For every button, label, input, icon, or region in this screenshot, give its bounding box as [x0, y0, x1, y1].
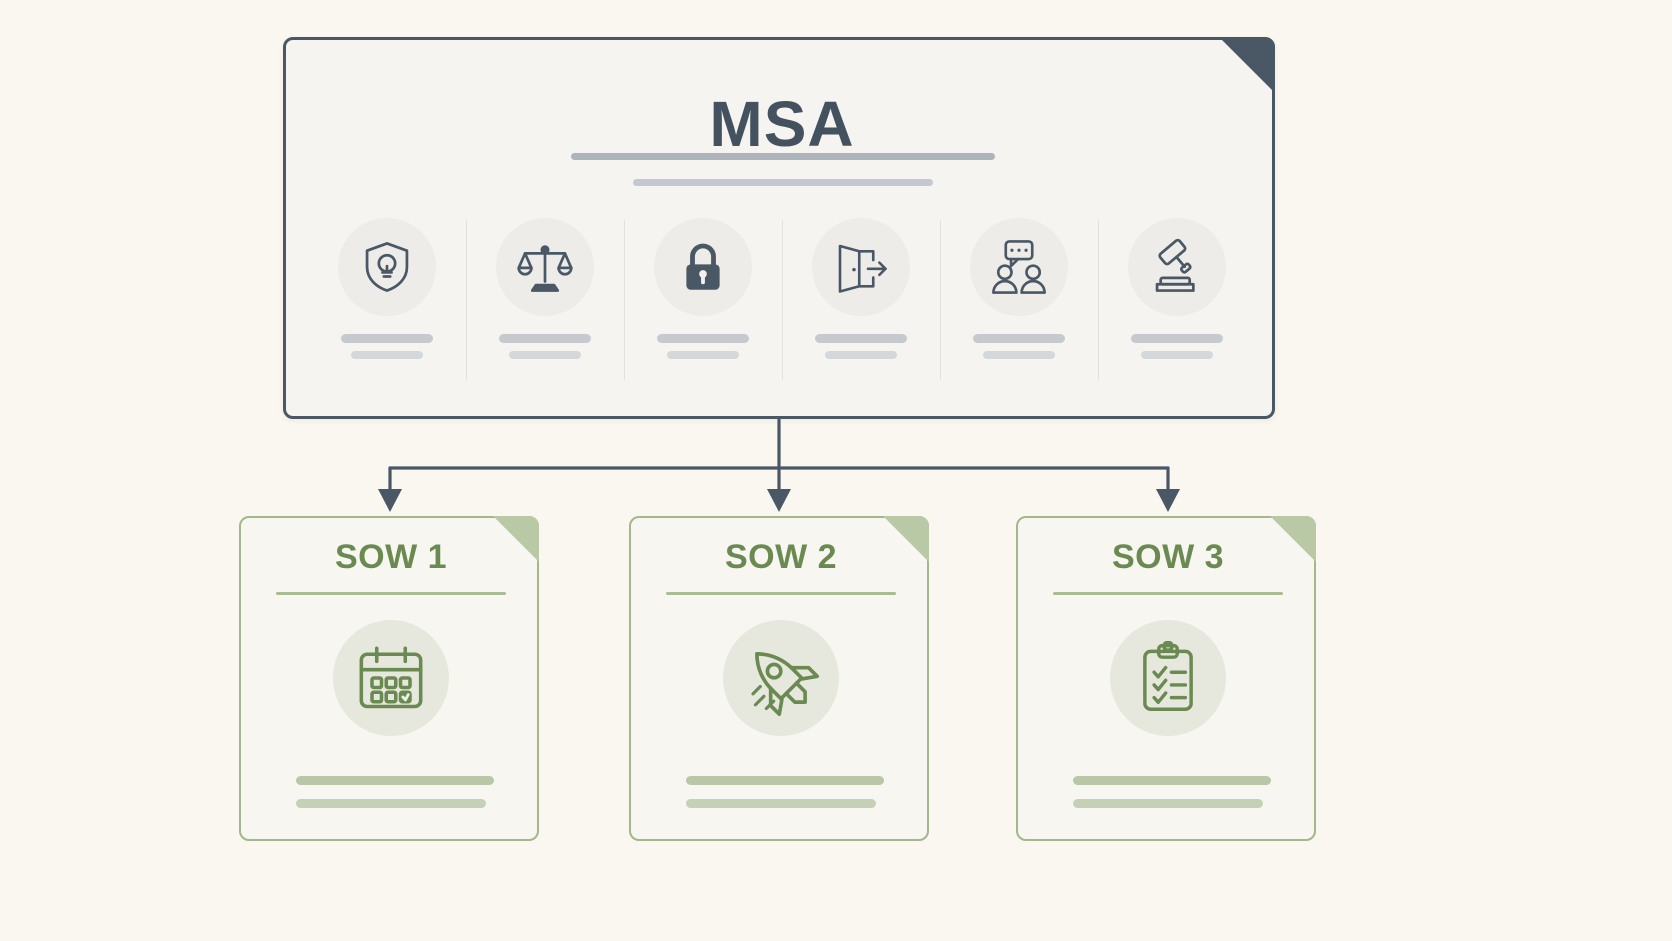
msa-clause-governing-law[interactable]: [1098, 212, 1256, 408]
sow-folded-corner: [883, 516, 929, 562]
arrowhead-sow-3: [1156, 489, 1180, 512]
msa-clause-line-short: [667, 351, 739, 359]
msa-clause-line: [815, 334, 907, 343]
sow-2-body-line: [686, 776, 884, 785]
sow-2-title: SOW 2: [724, 538, 838, 576]
arrowhead-sow-1: [378, 489, 402, 512]
sow-1-document-card[interactable]: SOW 1: [239, 516, 539, 841]
sow-2-body-line-secondary: [686, 799, 876, 808]
sow-2-document-card[interactable]: SOW 2: [629, 516, 929, 841]
msa-clause-line: [341, 334, 433, 343]
sow-3-body-line-secondary: [1073, 799, 1263, 808]
msa-clause-intellectual-property[interactable]: [308, 212, 466, 408]
sow-folded-corner: [493, 516, 539, 562]
sow-1-body-line-secondary: [296, 799, 486, 808]
msa-clause-line-short: [351, 351, 423, 359]
msa-clause-row: [308, 212, 1256, 408]
msa-clause-line-short: [983, 351, 1055, 359]
sow-folded-corner: [1270, 516, 1316, 562]
msa-clause-confidentiality[interactable]: [624, 212, 782, 408]
msa-header-rule-primary: [571, 153, 995, 160]
gavel-icon: [1128, 218, 1226, 316]
msa-clause-line-short: [509, 351, 581, 359]
sow-2-header-rule: [666, 592, 896, 595]
rocket-icon: [723, 620, 839, 736]
msa-clause-dispute-resolution[interactable]: [940, 212, 1098, 408]
msa-folded-corner: [1211, 37, 1275, 101]
sow-3-body-line: [1073, 776, 1271, 785]
scales-of-justice-icon: [496, 218, 594, 316]
msa-clause-line: [657, 334, 749, 343]
msa-clause-liability[interactable]: [466, 212, 624, 408]
msa-clause-line: [499, 334, 591, 343]
msa-clause-line-short: [825, 351, 897, 359]
sow-1-title: SOW 1: [334, 538, 448, 576]
msa-clause-termination[interactable]: [782, 212, 940, 408]
people-speech-bubble-icon: [970, 218, 1068, 316]
shield-lightbulb-icon: [338, 218, 436, 316]
sow-1-header-rule: [276, 592, 506, 595]
clipboard-checklist-icon: [1110, 620, 1226, 736]
sow-1-body-line: [296, 776, 494, 785]
sow-3-document-card[interactable]: SOW 3: [1016, 516, 1316, 841]
msa-clause-line: [1131, 334, 1223, 343]
msa-clause-line-short: [1141, 351, 1213, 359]
msa-clause-line: [973, 334, 1065, 343]
msa-header-rule-secondary: [633, 179, 933, 186]
calendar-check-icon: [333, 620, 449, 736]
sow-3-title: SOW 3: [1111, 538, 1225, 576]
sow-3-header-rule: [1053, 592, 1283, 595]
arrowhead-sow-2: [767, 489, 791, 512]
exit-door-arrow-icon: [812, 218, 910, 316]
msa-title: MSA: [709, 88, 855, 160]
padlock-icon: [654, 218, 752, 316]
msa-document-card[interactable]: MSA: [283, 37, 1275, 419]
